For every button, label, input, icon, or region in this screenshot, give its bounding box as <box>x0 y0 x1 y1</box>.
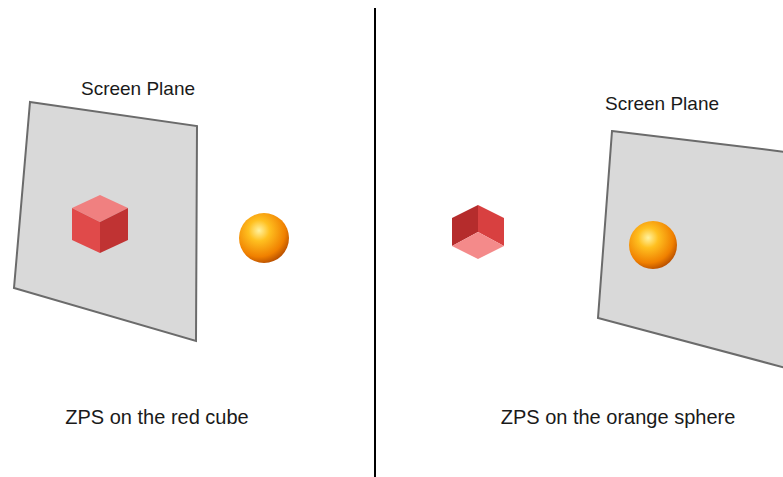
plane-shape <box>598 131 783 368</box>
caption: ZPS on the red cube <box>65 406 248 429</box>
plane-outline <box>590 88 783 373</box>
screen-plane: Screen Plane <box>590 88 783 373</box>
plane-heading: Screen Plane <box>605 93 719 115</box>
plane-shape <box>14 102 197 341</box>
orange-sphere-right <box>629 221 677 269</box>
red-cube-left <box>72 195 128 253</box>
caption: ZPS on the orange sphere <box>501 406 736 429</box>
cube-right-face <box>100 208 128 253</box>
cube-left-face <box>72 208 100 253</box>
red-cube-right <box>452 205 504 259</box>
divider-stroke <box>374 8 376 477</box>
cube-bottom <box>452 232 504 259</box>
orange-sphere-left <box>239 213 289 263</box>
plane-heading: Screen Plane <box>81 78 195 100</box>
